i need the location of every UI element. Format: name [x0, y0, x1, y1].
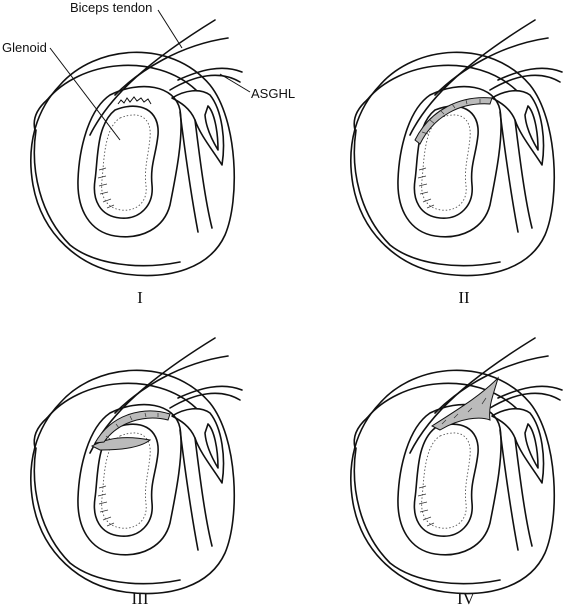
glenoid-leader [49, 47, 121, 141]
panel-4 [350, 337, 563, 595]
tendon-split-tear [430, 376, 499, 431]
numeral-III: III [132, 589, 149, 608]
detached-labrum [414, 97, 493, 145]
panel-3 [30, 337, 243, 595]
glenoid-label: Glenoid [2, 40, 47, 55]
frayed-labrum [117, 96, 152, 105]
numeral-II: II [458, 288, 470, 307]
biceps-tendon-label: Biceps tendon [70, 0, 152, 15]
numeral-IV: IV [457, 589, 476, 608]
panel-2 [350, 19, 563, 277]
numeral-I: I [137, 288, 143, 307]
asghl-leader [219, 73, 251, 93]
biceps-tendon-leader [157, 9, 183, 49]
asghl-label: ASGHL [251, 86, 295, 101]
panel-1 [30, 19, 243, 277]
bucket-handle-tear [90, 437, 152, 451]
